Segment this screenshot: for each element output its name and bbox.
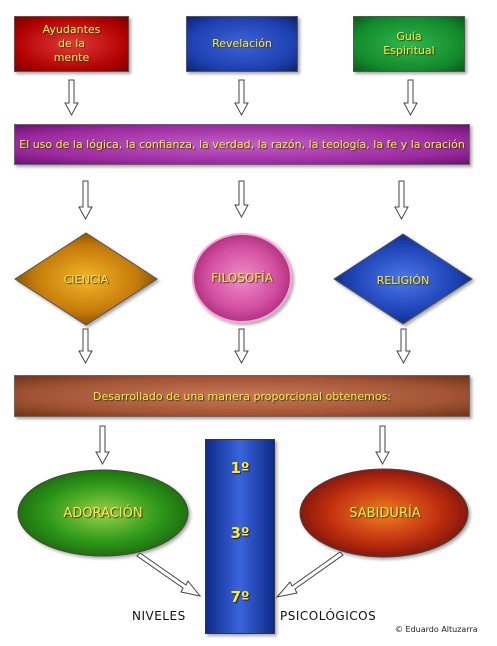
methods-bar: El uso de la lógica, la confianza, la ve… <box>14 124 470 165</box>
level-3: 3º <box>230 524 250 542</box>
source-label: Guía Espiritual <box>383 30 435 57</box>
result-bar: Desarrollado de una manera proporcional … <box>14 375 470 417</box>
filosofia-label: FILOSOFÍA <box>211 271 273 285</box>
arrow-down-icon <box>234 328 249 365</box>
source-label: Revelación <box>212 37 272 50</box>
source-box-ayudantes: Ayudantes de la mente <box>14 16 129 72</box>
ciencia-diamond <box>14 232 158 326</box>
niveles-label: NIVELES <box>132 609 186 623</box>
arrow-down-icon <box>394 180 409 221</box>
level-7: 7º <box>230 588 250 606</box>
psicologicos-label: PSICOLÓGICOS <box>280 609 377 623</box>
arrow-down-icon <box>234 79 249 117</box>
source-box-revelacion: Revelación <box>186 16 298 72</box>
ciencia-label: CIENCIA <box>63 272 109 286</box>
sabiduria-ellipse <box>299 468 469 558</box>
filosofia-circle <box>192 233 292 323</box>
adoracion-ellipse <box>17 469 189 557</box>
methods-text: El uso de la lógica, la confianza, la ve… <box>19 138 465 151</box>
source-label: Ayudantes de la mente <box>42 23 101 64</box>
source-box-guia: Guía Espiritual <box>353 16 465 72</box>
religion-diamond <box>333 233 473 325</box>
adoracion-label: ADORACIÓN <box>63 505 143 521</box>
arrow-diagonal-icon <box>136 552 202 597</box>
credit-text: © Eduardo Altuzarra <box>395 625 478 634</box>
arrow-down-icon <box>64 79 79 117</box>
level-1: 1º <box>230 459 250 477</box>
arrow-down-icon <box>78 328 93 365</box>
arrow-down-icon <box>234 180 249 219</box>
result-text: Desarrollado de una manera proporcional … <box>93 389 391 403</box>
arrow-down-icon <box>95 425 110 466</box>
arrow-down-icon <box>403 79 418 117</box>
sabiduria-label: SABIDURÍA <box>349 505 421 521</box>
arrow-down-icon <box>375 425 390 466</box>
levels-column: 1º 3º 7º <box>205 439 275 634</box>
arrow-down-icon <box>396 328 411 365</box>
arrow-diagonal-icon <box>275 551 344 598</box>
arrow-down-icon <box>78 180 93 221</box>
religion-label: RELIGIÓN <box>376 273 430 287</box>
